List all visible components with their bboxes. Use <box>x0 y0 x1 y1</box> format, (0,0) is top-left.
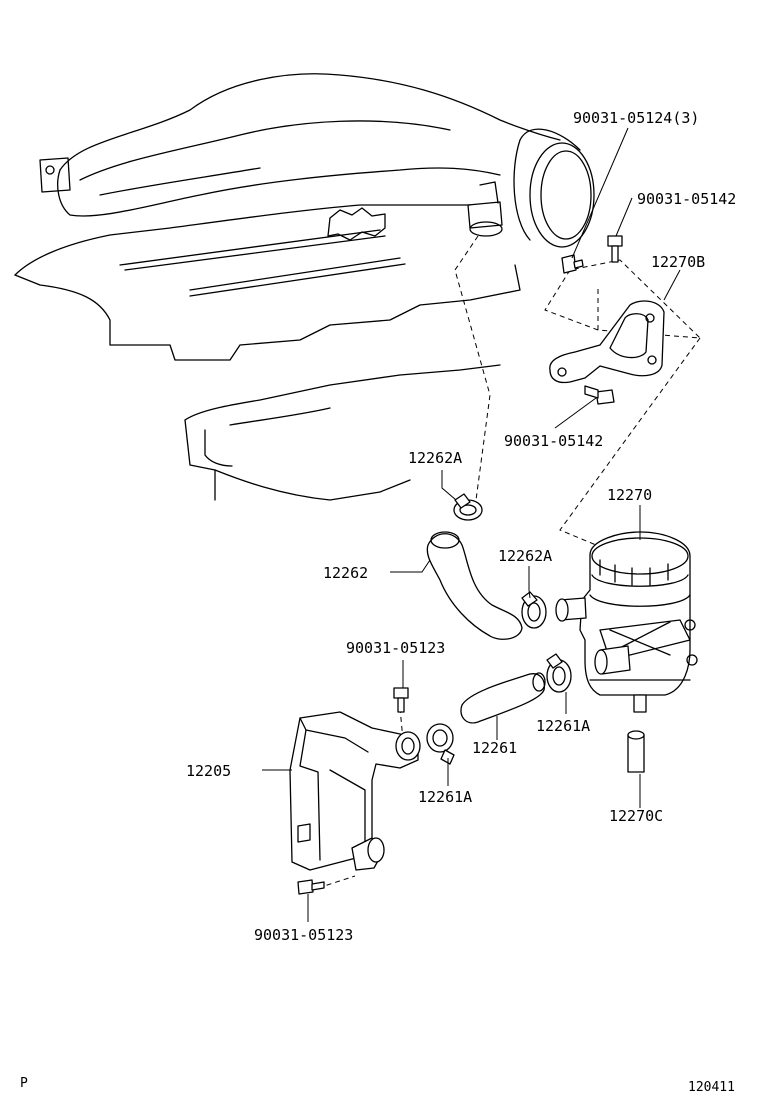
hose-12262[interactable] <box>426 531 523 640</box>
separator-case-12205[interactable] <box>289 711 421 871</box>
label-12261[interactable]: 12261 <box>472 739 517 757</box>
bolt-90031-05123-bottom[interactable] <box>297 879 325 895</box>
label-12262A-mid[interactable]: 12262A <box>498 547 552 565</box>
label-12270B[interactable]: 12270B <box>651 253 705 271</box>
clamp-12262A-mid[interactable] <box>521 591 547 629</box>
bolt-90031-05142-mid[interactable] <box>584 385 615 405</box>
oil-separator-12270[interactable] <box>555 531 698 713</box>
clamp-12262A-top[interactable] <box>453 493 483 521</box>
bolt-90031-05142-top[interactable] <box>607 235 623 263</box>
label-90031-05142-top[interactable]: 90031-05142 <box>637 190 736 208</box>
label-90031-05124[interactable]: 90031-05124(3) <box>573 109 699 127</box>
label-90031-05142-mid[interactable]: 90031-05142 <box>504 432 603 450</box>
bracket-12270B[interactable] <box>549 300 665 384</box>
label-12262[interactable]: 12262 <box>323 564 368 582</box>
hose-12261[interactable] <box>460 672 546 724</box>
label-12262A-top[interactable]: 12262A <box>408 449 462 467</box>
diagram-code: 120411 <box>688 1080 735 1095</box>
clamp-12261A-right[interactable] <box>546 653 572 693</box>
label-12261A-right[interactable]: 12261A <box>536 717 590 735</box>
leader-lines <box>262 127 681 922</box>
label-12270C[interactable]: 12270C <box>609 807 663 825</box>
label-12205[interactable]: 12205 <box>186 762 231 780</box>
bolt-90031-05124[interactable] <box>561 254 584 274</box>
bolt-90031-05123-top[interactable] <box>393 687 409 713</box>
label-12261A-left[interactable]: 12261A <box>418 788 472 806</box>
clamp-12261A-left[interactable] <box>426 723 455 765</box>
label-90031-05123-bottom[interactable]: 90031-05123 <box>254 926 353 944</box>
label-12270[interactable]: 12270 <box>607 486 652 504</box>
hose-12270C[interactable] <box>627 730 645 773</box>
footer-left-mark: P <box>20 1076 28 1091</box>
callout-labels: 90031-05124(3) 90031-05142 12270B 90031-… <box>186 109 736 944</box>
intake-manifold <box>14 73 595 501</box>
label-90031-05123-top[interactable]: 90031-05123 <box>346 639 445 657</box>
